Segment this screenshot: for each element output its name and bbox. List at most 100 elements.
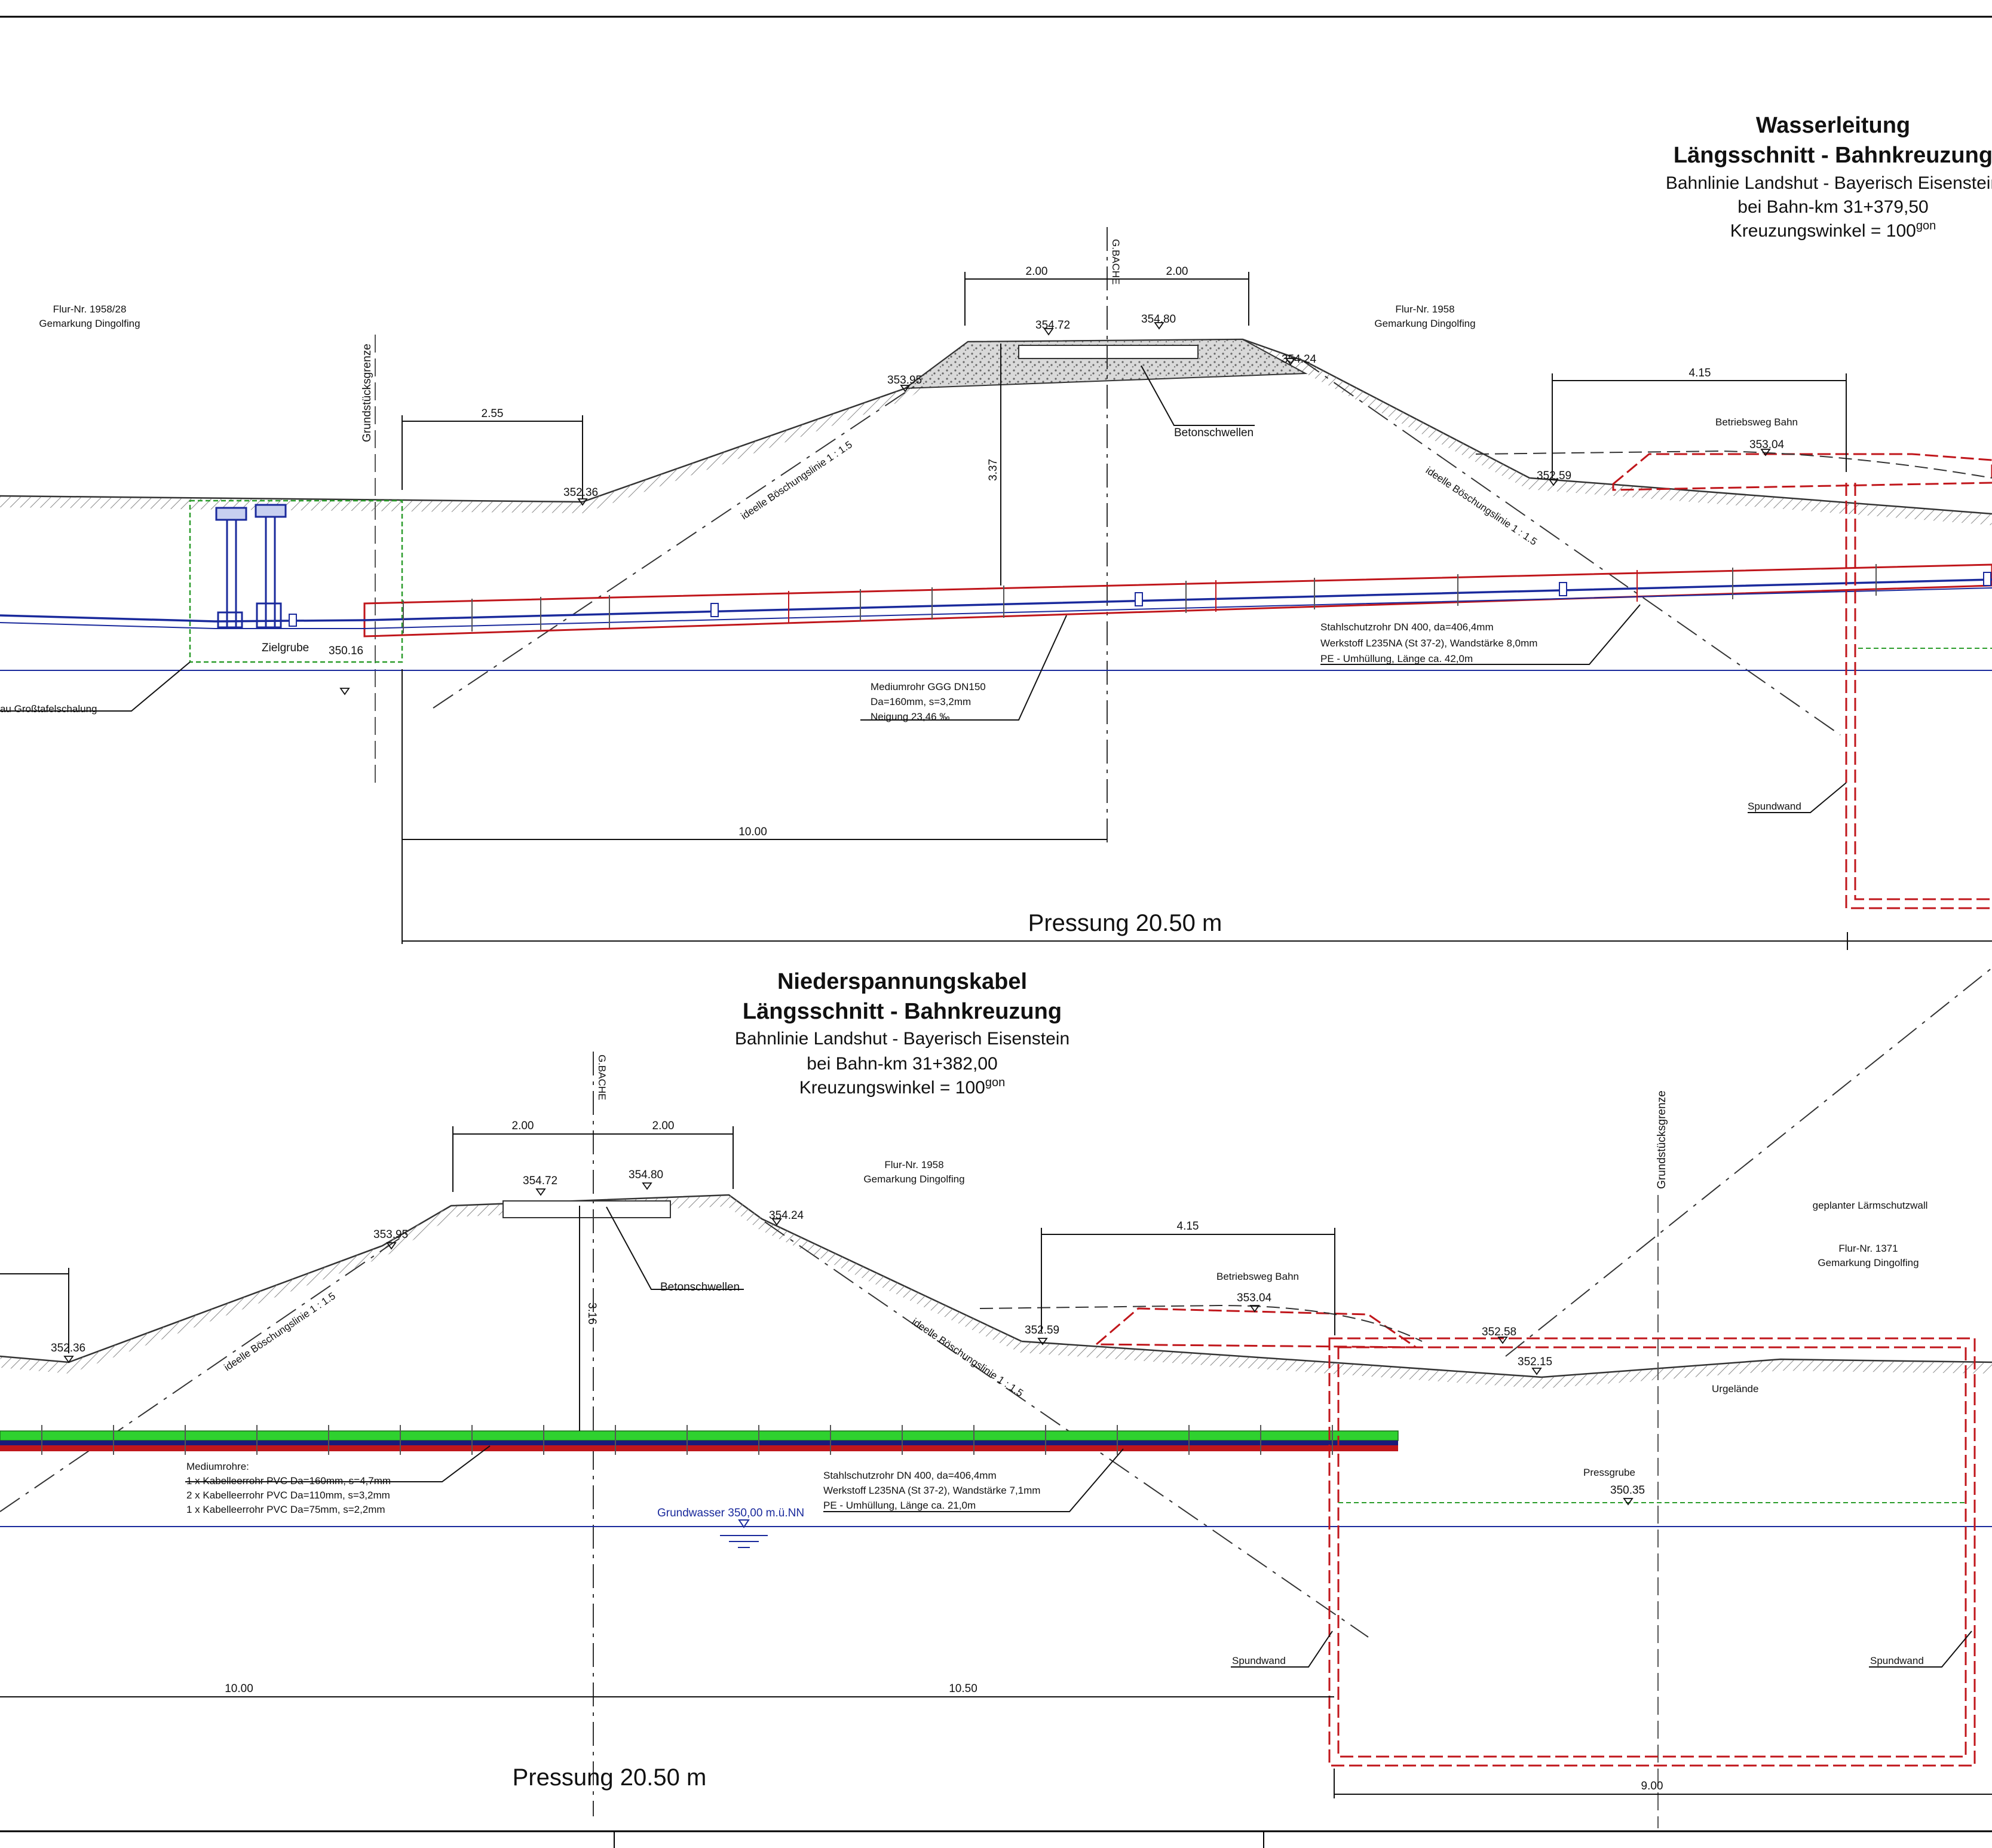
lower-dim-half-left: 2.00 [512, 1120, 534, 1132]
lower-subtitle-route: Bahnlinie Landshut - Bayerisch Eisenstei… [735, 1029, 1069, 1049]
lower-label-slope-right: ideelle Böschungslinie 1 : 1.5 [910, 1316, 1025, 1399]
lower-casing-pipe-line1: Stahlschutzrohr DN 400, da=406,4mm [823, 1470, 997, 1481]
upper-level-crest-left: 354.72 [1035, 319, 1070, 332]
lower-label-spundwand-left: Spundwand [1232, 1655, 1286, 1666]
lower-slope-line-right [764, 1221, 1369, 1638]
upper-medium-pipe [0, 578, 1992, 623]
lower-track-axis-label: G.BACHE [596, 1055, 608, 1101]
lower-noise-wall-label: geplanter Lärmschutzwall [1813, 1200, 1928, 1211]
lower-level-service-road: 353.04 [1237, 1292, 1272, 1304]
lower-parcel-mid-gem: Gemarkung Dingolfing [863, 1173, 964, 1185]
upper-subtitle-angle: Kreuzungswinkel = 100gon [1730, 219, 1936, 241]
upper-parcel-right-nr: Flur-Nr. 1958 [1395, 304, 1454, 315]
upper-dim-half-right: 2.00 [1166, 265, 1188, 278]
upper-leaders [0, 365, 1847, 813]
sheet-frame [0, 16, 1992, 1848]
upper-sheet-pile [1612, 453, 1992, 909]
lower-parcel-right-gem: Gemarkung Dingolfing [1818, 1257, 1919, 1268]
upper-label-service-road: Betriebsweg Bahn [1715, 416, 1798, 428]
upper-casing-pipe-line3: PE - Umhüllung, Länge ca. 42,0m [1320, 653, 1473, 664]
upper-track-axis-label: G.BACHE [1110, 239, 1121, 285]
lower-level-ground-b: 352.15 [1518, 1356, 1552, 1368]
upper-level-service-road: 353.04 [1749, 439, 1785, 451]
upper-label-betonschwellen: Betonschwellen [1174, 427, 1254, 439]
upper-casing-pipe [363, 563, 1992, 638]
upper-level-shoulder-right: 354.24 [1282, 353, 1317, 366]
upper-hydrant-fittings [215, 504, 287, 629]
lower-label-urgelaende: Urgelände [1712, 1383, 1758, 1395]
lower-level-shoulder-right: 354.24 [769, 1209, 804, 1222]
lower-pressing: Pressung 20.50 m [513, 1764, 707, 1791]
upper-level-toe-right: 352.59 [1537, 470, 1571, 482]
upper-subtitle-route: Bahnlinie Landshut - Bayerisch Eisenstei… [1666, 173, 1992, 193]
upper-label-verbau: Verbau Großtafelschalung [0, 703, 97, 715]
upper-casing-pipe-line1: Stahlschutzrohr DN 400, da=406,4mm [1320, 621, 1494, 633]
lower-title-line1: Niederspannungskabel [777, 969, 1027, 994]
lower-boundary-label: Grundstücksgrenze [1656, 1090, 1668, 1189]
lower-dim-ten: 10.00 [225, 1682, 253, 1695]
lower-leaders [185, 1206, 1972, 1668]
upper-parcel-left-nr: Flur-Nr. 1958/28 [53, 304, 127, 315]
lower-sleeper [502, 1200, 671, 1218]
upper-label-spundwand: Spundwand [1748, 801, 1801, 812]
lower-level-crest-right: 354.80 [629, 1169, 663, 1181]
upper-pipe-spacers [403, 564, 1877, 633]
lower-level-crest-left: 354.72 [523, 1175, 557, 1187]
lower-slope-line-left [0, 1233, 407, 1512]
upper-medium-pipe-line3: Neigung 23,46 ‰ [871, 711, 949, 722]
upper-level-markers [339, 322, 1771, 695]
upper-dim-ten: 10.00 [738, 826, 767, 838]
upper-pressing: Pressung 20.50 m [1028, 910, 1222, 936]
upper-pipe-joints [289, 572, 1991, 627]
lower-medium-pipes-line3: 2 x Kabelleerrohr PVC Da=110mm, s=3,2mm [186, 1490, 390, 1501]
upper-dim-left-offset: 2.55 [482, 407, 504, 420]
upper-service-dash [1475, 450, 1992, 479]
lower-dim-half-right: 2.00 [652, 1120, 675, 1132]
lower-subtitle-angle: Kreuzungswinkel = 100gon [799, 1076, 1005, 1098]
upper-level-target-pit: 350.16 [329, 645, 363, 657]
lower-ground-hatch [0, 1195, 1992, 1389]
lower-casing-pipe-line3: PE - Umhüllung, Länge ca. 21,0m [823, 1500, 976, 1511]
upper-target-pit [189, 499, 403, 663]
lower-parcel-right-nr: Flur-Nr. 1371 [1838, 1243, 1898, 1254]
lower-casing-pipe-line2: Werkstoff L235NA (St 37-2), Wandstärke 7… [823, 1485, 1040, 1496]
lower-level-press-pit: 350.35 [1610, 1484, 1645, 1497]
lower-dimensions [0, 1126, 1992, 1798]
upper-dim-half-left: 2.00 [1026, 265, 1048, 278]
lower-level-shoulder-left: 353.95 [373, 1228, 408, 1241]
upper-medium-pipe-line1: Mediumrohr GGG DN150 [871, 681, 986, 692]
lower-cable-spacers [41, 1425, 1333, 1455]
upper-ballast [903, 338, 1308, 390]
lower-dim-service-width: 4.15 [1177, 1220, 1199, 1233]
upper-level-shoulder-left: 353.95 [887, 374, 922, 387]
lower-medium-pipes-line1: Mediumrohre: [186, 1461, 249, 1472]
lower-level-ground-a: 352.58 [1482, 1326, 1516, 1338]
lower-label-pressgrube: Pressgrube [1583, 1467, 1635, 1478]
upper-parcel-right-gem: Gemarkung Dingolfing [1374, 318, 1475, 329]
upper-dimensions [402, 272, 1992, 950]
groundwater-symbol [720, 1519, 768, 1548]
upper-casing-pipe-line2: Werkstoff L235NA (St 37-2), Wandstärke 8… [1320, 638, 1537, 649]
lower-section: G.BACHE Grundstücksgrenze [0, 967, 1992, 1828]
upper-boundary-label: Grundstücksgrenze [361, 344, 373, 442]
lower-level-toe-left: 352.36 [51, 1342, 85, 1354]
lower-dim-ten-half: 10.50 [949, 1682, 977, 1695]
lower-medium-pipes-line2: 1 x Kabelleerrohr PVC Da=160mm, s=4,7mm [186, 1475, 391, 1487]
lower-cable-pipe-red [0, 1445, 1398, 1451]
upper-title-line2: Längsschnitt - Bahnkreuzung [1674, 143, 1992, 168]
upper-parcel-left-gem: Gemarkung Dingolfing [39, 318, 140, 329]
lower-service-dash [979, 1304, 1423, 1342]
lower-cable-pipe-navy [0, 1441, 1398, 1445]
upper-medium-pipe-line2: Da=160mm, s=3,2mm [871, 696, 971, 707]
lower-sheet-pile [1093, 1307, 1976, 1767]
lower-dim-nine: 9.00 [1641, 1780, 1663, 1792]
lower-noise-wall-line [1505, 967, 1992, 1357]
upper-title-line1: Wasserleitung [1756, 113, 1910, 138]
lower-label-betonschwellen: Betonschwellen [660, 1281, 740, 1294]
lower-title-line2: Längsschnitt - Bahnkreuzung [743, 999, 1062, 1024]
lower-label-spundwand-right: Spundwand [1870, 1655, 1924, 1666]
lower-medium-pipes-line4: 1 x Kabelleerrohr PVC Da=75mm, s=2,2mm [186, 1504, 385, 1515]
lower-subtitle-km: bei Bahn-km 31+382,00 [807, 1054, 997, 1074]
lower-level-toe-right: 352.59 [1025, 1324, 1059, 1337]
